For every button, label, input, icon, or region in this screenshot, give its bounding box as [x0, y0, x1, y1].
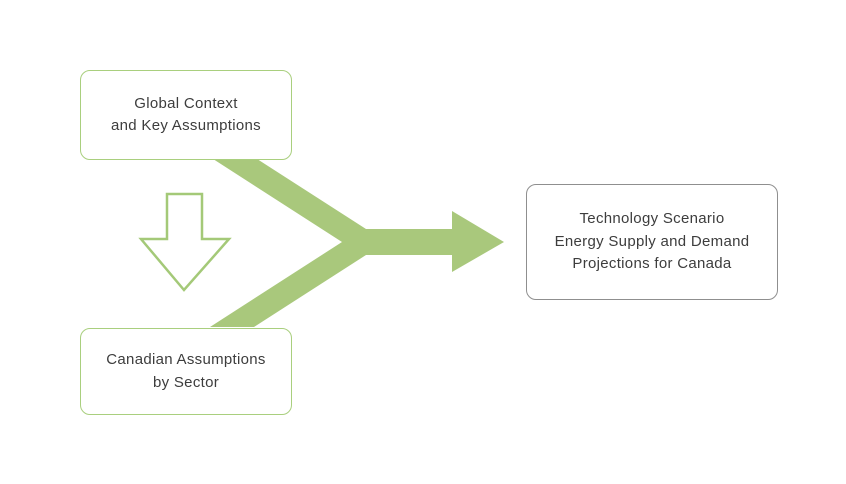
box-global-context-line2: and Key Assumptions: [111, 117, 261, 134]
box-canadian-assumptions: Canadian Assumptions by Sector: [80, 328, 292, 415]
box-canadian-assumptions-line2: by Sector: [152, 373, 220, 391]
box-technology-scenario: Technology Scenario Energy Supply and De…: [526, 184, 778, 300]
box-global-context-label: Global Context and Key Assumptions: [103, 89, 269, 142]
merge-right-arrow-icon: [210, 157, 504, 327]
down-arrow-icon: [138, 192, 232, 292]
box-canadian-assumptions-label: Canadian Assumptions by Sector: [98, 345, 273, 398]
box-global-context-line1: Global Context: [134, 94, 238, 112]
box-technology-scenario-label: Technology Scenario Energy Supply and De…: [547, 204, 758, 280]
box-global-context: Global Context and Key Assumptions: [80, 70, 292, 160]
box-technology-scenario-line3: Projections for Canada: [572, 255, 732, 273]
box-canadian-assumptions-line1: Canadian Assumptions: [106, 351, 266, 368]
box-technology-scenario-line1: Technology Scenario: [579, 210, 725, 228]
box-technology-scenario-line2: Energy Supply and Demand: [554, 232, 750, 250]
